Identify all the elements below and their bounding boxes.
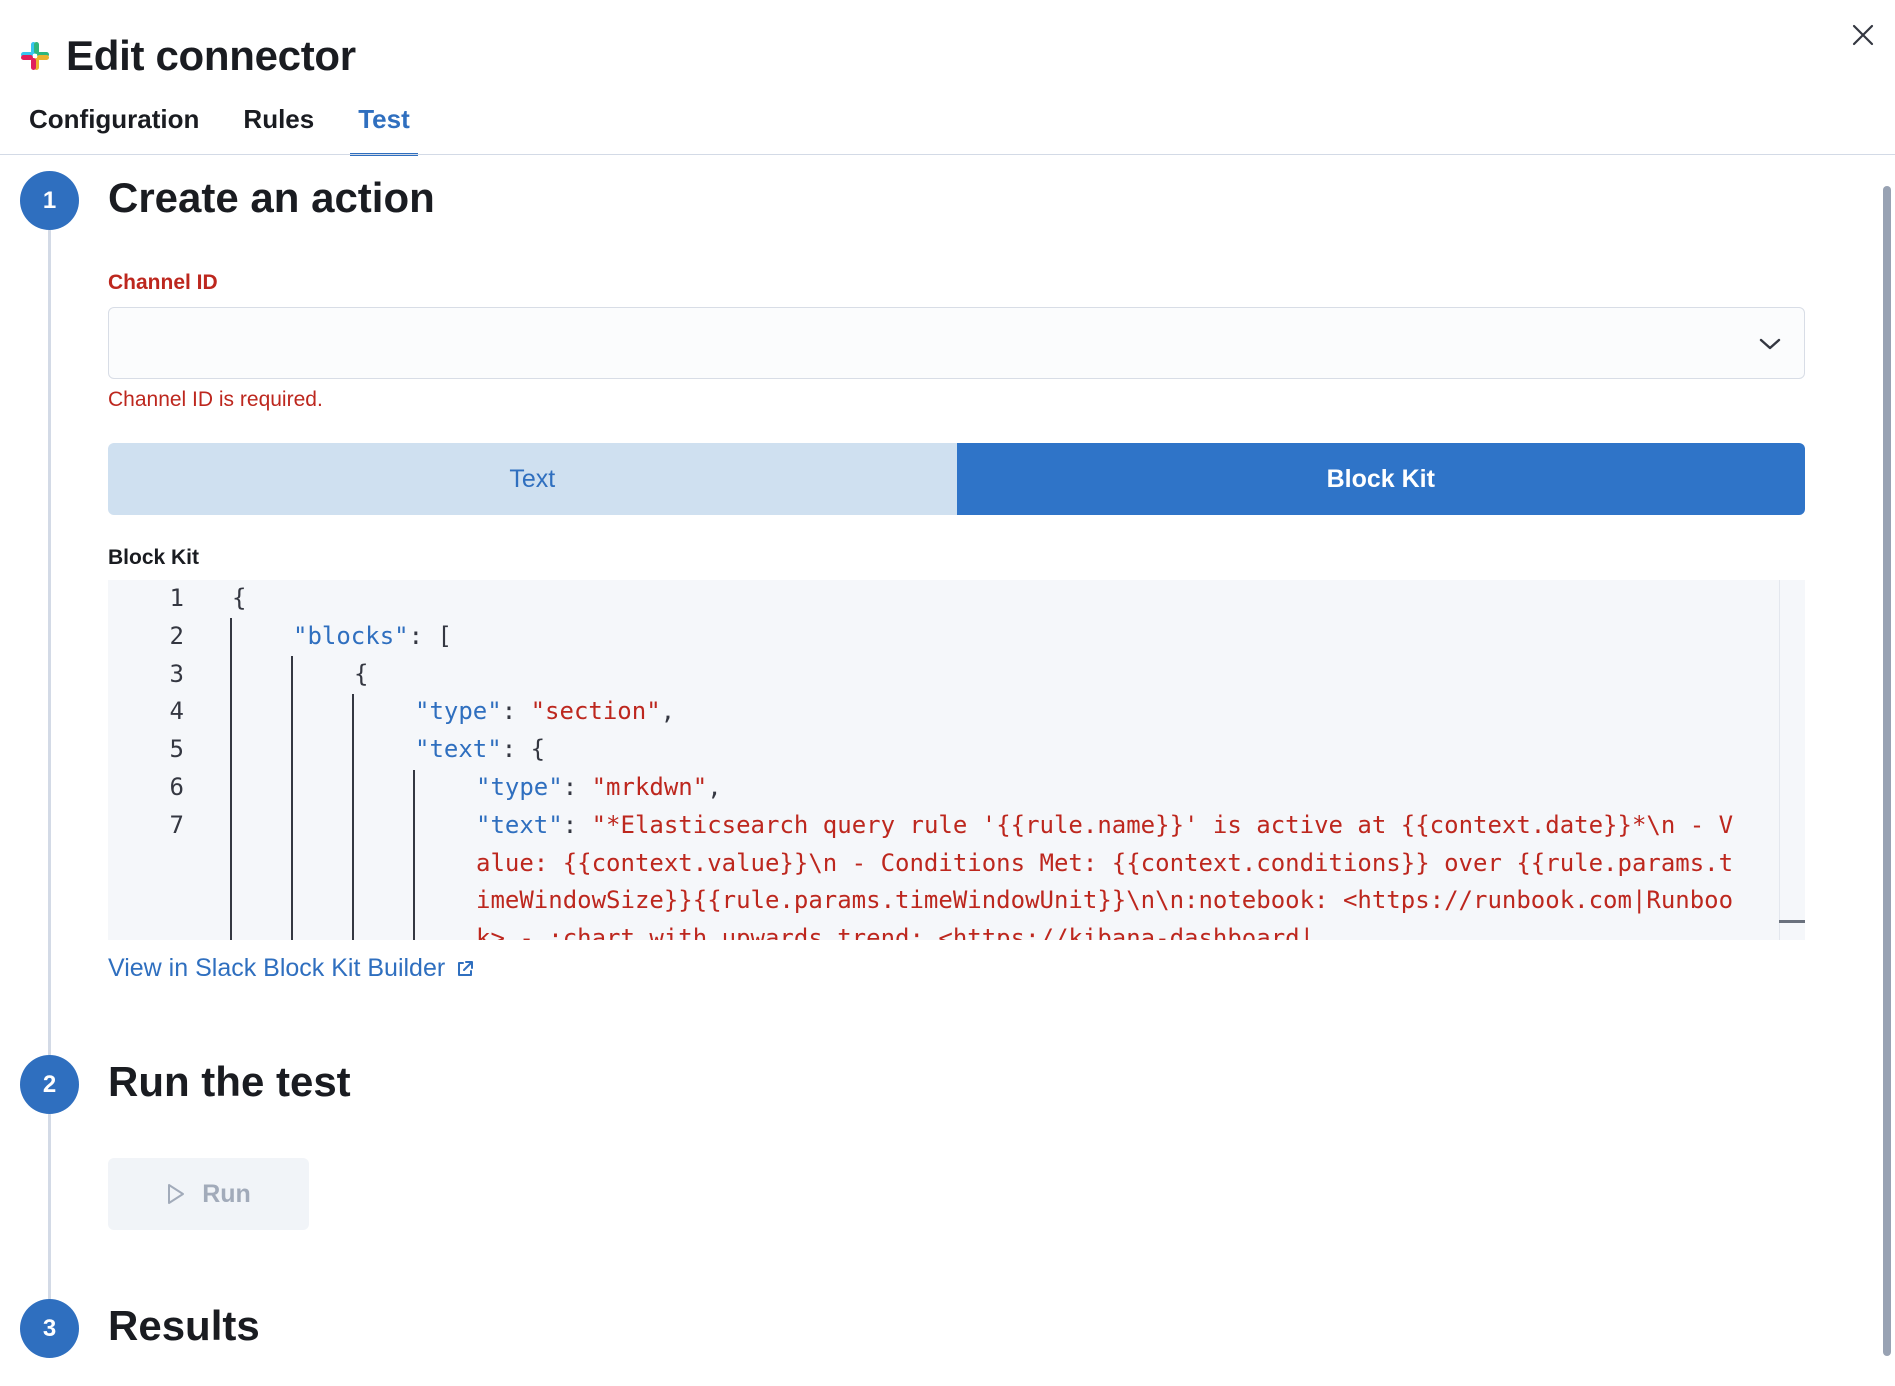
page-scrollbar[interactable] (1883, 186, 1891, 1356)
code-token: : [ (408, 621, 452, 650)
code-line-4: "type": "section", (232, 693, 1775, 731)
step-number-1: 1 (20, 171, 79, 230)
code-token: "text" (415, 735, 502, 764)
line-number: 4 (169, 697, 184, 726)
code-text: "blocks": [ (293, 622, 452, 650)
code-token: , (707, 772, 722, 801)
block-kit-code-editor[interactable]: 1 2 3 4 5 6 7 { "blocks": [ { "type": "s… (108, 580, 1805, 940)
flyout-header: Edit connector (20, 32, 356, 80)
play-icon (168, 1184, 185, 1204)
close-button[interactable] (1846, 18, 1880, 52)
code-text: { (232, 584, 247, 612)
code-token: , (660, 697, 676, 726)
code-token: : { (501, 735, 546, 764)
tab-bar: Configuration Rules Test (29, 100, 454, 156)
code-content: { "blocks": [ { "type": "section", "text… (232, 580, 1775, 940)
line-number: 5 (169, 735, 184, 764)
line-number: 2 (169, 621, 184, 650)
code-token: : (562, 772, 592, 801)
indent-guide (413, 770, 415, 940)
step-connector-line (48, 230, 51, 1080)
link-label: View in Slack Block Kit Builder (108, 954, 446, 982)
run-button-label: Run (202, 1179, 251, 1208)
code-token: "text" (476, 810, 563, 839)
block-kit-label: Block Kit (108, 546, 200, 569)
tab-test[interactable]: Test (350, 100, 418, 156)
code-token: "type" (476, 772, 563, 801)
step-title-create-action: Create an action (108, 174, 435, 221)
external-link-icon (458, 960, 474, 976)
line-number: 3 (169, 659, 184, 688)
close-icon (1852, 24, 1874, 46)
code-token: "blocks" (293, 621, 409, 650)
run-button[interactable]: Run (108, 1158, 309, 1230)
code-token: : (562, 810, 592, 839)
channel-id-select[interactable] (108, 307, 1805, 379)
code-text: "type": "mrkdwn", (476, 773, 722, 801)
code-token: "mrkdwn" (591, 772, 708, 801)
code-token: "*Elasticsearch query rule '{{rule.name}… (476, 810, 1734, 940)
code-text: "text": "*Elasticsearch query rule '{{ru… (476, 811, 1733, 940)
code-line-2: "blocks": [ (232, 618, 1775, 656)
code-line-7: "text": "*Elasticsearch query rule '{{ru… (232, 807, 1775, 940)
code-text: "type": "section", (415, 697, 675, 725)
indent-guide (291, 656, 293, 940)
code-line-6: "type": "mrkdwn", (232, 769, 1775, 807)
line-numbers: 1 2 3 4 5 6 7 (108, 580, 184, 845)
line-number: 7 (169, 810, 184, 839)
code-token: : (501, 697, 531, 726)
code-editor-scrollbar[interactable] (1779, 580, 1805, 940)
line-number: 1 (169, 584, 184, 612)
message-type-toggle: Text Block Kit (108, 443, 1805, 515)
tab-configuration[interactable]: Configuration (29, 104, 200, 134)
toggle-text-button[interactable]: Text (108, 443, 957, 515)
view-block-kit-builder-link[interactable]: View in Slack Block Kit Builder (108, 954, 475, 983)
step-number-2: 2 (20, 1055, 79, 1114)
chevron-down-icon (1759, 338, 1781, 350)
code-scroll-marker (1779, 920, 1805, 923)
indent-guide (230, 618, 232, 940)
slack-logo-icon (21, 42, 49, 70)
code-line-1: { (232, 580, 1775, 618)
code-text: { (354, 659, 369, 688)
tab-rules[interactable]: Rules (243, 104, 315, 134)
line-number: 6 (169, 772, 184, 801)
page-title: Edit connector (66, 32, 356, 79)
code-line-3: { (232, 656, 1775, 694)
code-line-5: "text": { (232, 731, 1775, 769)
channel-id-label: Channel ID (108, 271, 218, 294)
code-text: "text": { (415, 735, 545, 763)
code-token: "section" (530, 697, 661, 726)
step-title-results: Results (108, 1302, 260, 1349)
step-connector-line (48, 1114, 51, 1334)
code-token: "type" (415, 697, 502, 726)
channel-id-error: Channel ID is required. (108, 388, 323, 411)
indent-guide (352, 694, 354, 940)
step-number-3: 3 (20, 1299, 79, 1358)
step-title-run-test: Run the test (108, 1058, 351, 1105)
tabs-divider (0, 154, 1895, 155)
toggle-block-kit-button[interactable]: Block Kit (956, 443, 1805, 515)
